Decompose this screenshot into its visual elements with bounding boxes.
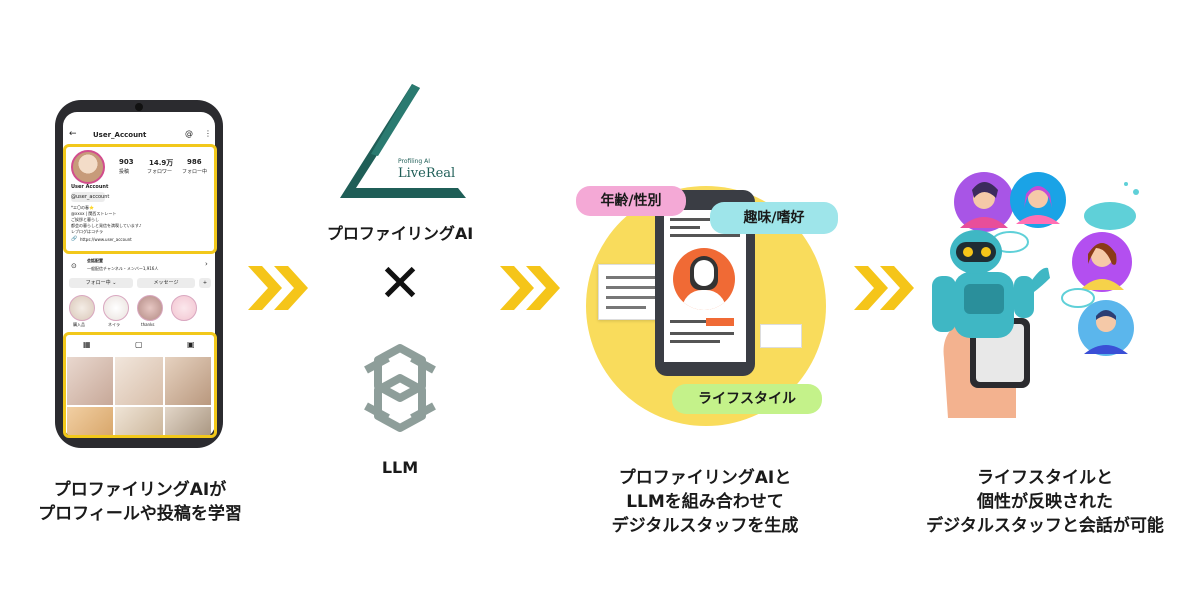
- step1-caption-line1: プロファイリングAIが: [53, 480, 227, 500]
- step1-caption-line2: プロフィールや投稿を学習: [38, 504, 242, 524]
- channel-icon: ⊙: [71, 262, 77, 270]
- person-avatar-icon: [673, 248, 735, 310]
- step3-caption-line2: 個性が反映された: [977, 492, 1113, 512]
- highlight-label-2: ネイラ: [108, 322, 120, 327]
- livereal-name: LiveReal: [398, 166, 456, 181]
- step2-caption-line3: デジタルスタッフを生成: [611, 516, 799, 536]
- profiling-ai-label: プロファイリングAI: [326, 224, 474, 243]
- chevron-arrow-icon: [248, 266, 308, 310]
- livereal-tagline: Profiling AI: [398, 158, 431, 165]
- highlight-4[interactable]: [171, 295, 197, 321]
- posts-highlight-box: [63, 332, 217, 438]
- message-button[interactable]: メッセージ: [137, 278, 195, 288]
- step3-caption-line1: ライフスタイルと: [977, 468, 1113, 488]
- post-thumb-4[interactable]: [67, 407, 113, 437]
- screen-text-line: [670, 218, 710, 221]
- card-line: [606, 286, 660, 289]
- channel-title: 会話配置: [87, 258, 103, 263]
- robot-conversation-illustration: [932, 172, 1139, 418]
- bio-line-2: @xxxx | 関西ストレート: [71, 211, 117, 216]
- screen-text-line: [670, 320, 730, 323]
- times-icon: ✕: [378, 254, 422, 314]
- handle-badge[interactable]: @user_account: [71, 192, 110, 202]
- following-label: フォロー中: [182, 169, 208, 175]
- tagged-tab-icon[interactable]: ▣: [187, 340, 195, 349]
- lifestyle-bubble: ライフスタイル: [672, 384, 822, 414]
- posts-label: 投稿: [119, 169, 130, 175]
- more-icon[interactable]: ⋮: [204, 129, 212, 138]
- screen-text-line: [670, 340, 720, 343]
- channel-sub: 一般配信チャンネル・メンバー1,916人: [87, 266, 159, 271]
- add-person-icon[interactable]: +: [199, 278, 211, 288]
- avatar[interactable]: [71, 150, 105, 184]
- card-line: [606, 306, 646, 309]
- link-icon: 🔗: [71, 236, 78, 242]
- grid-tab-icon[interactable]: ▦: [83, 340, 91, 349]
- screen-text-line: [670, 226, 700, 229]
- following-count: 986: [187, 158, 202, 166]
- chevron-right-icon[interactable]: ›: [205, 260, 208, 268]
- step2-caption-line1: プロファイリングAIと: [618, 468, 792, 488]
- username: User_Account: [93, 131, 147, 139]
- llm-logo-icon: [364, 344, 436, 432]
- highlight-1[interactable]: [69, 295, 95, 321]
- screen-accent-bar: [706, 318, 734, 326]
- livereal-logo: [340, 84, 466, 198]
- post-thumb-2[interactable]: [115, 357, 163, 405]
- chevron-arrow-icon: [500, 266, 560, 310]
- threads-icon[interactable]: @: [185, 129, 193, 138]
- profile-link[interactable]: https://www.user_account: [80, 237, 132, 242]
- highlight-label-3: thanks: [141, 322, 155, 327]
- bio-line-1: *エ〇の春⭐: [71, 205, 94, 210]
- chevron-arrow-icon: [854, 266, 914, 310]
- card-line: [606, 296, 660, 299]
- highlight-3[interactable]: [137, 295, 163, 321]
- follow-button[interactable]: フォロー中 ⌄: [69, 278, 133, 288]
- step3-caption-line3: デジタルスタッフと会話が可能: [926, 516, 1164, 536]
- right-info-card: [760, 324, 802, 348]
- highlight-2[interactable]: [103, 295, 129, 321]
- post-thumb-3[interactable]: [165, 357, 211, 405]
- profile-screen: ← User_Account @ ⋮ 903 投稿 14.9万 フォロワー 98…: [63, 112, 215, 438]
- post-thumb-6[interactable]: [165, 407, 211, 437]
- display-name: User Account: [71, 184, 109, 190]
- step2-caption-line2: LLMを組み合わせて: [626, 492, 784, 512]
- back-arrow-icon[interactable]: ←: [69, 129, 77, 139]
- post-thumb-1[interactable]: [67, 357, 113, 405]
- highlight-label-1: 購入品: [73, 322, 85, 327]
- bio-line-5: レブログはコチラ: [71, 229, 103, 234]
- age-gender-bubble: 年齢/性別: [576, 186, 686, 216]
- followers-label: フォロワー: [147, 169, 173, 175]
- hobby-bubble: 趣味/嗜好: [710, 202, 838, 234]
- posts-count: 903: [119, 158, 134, 166]
- reels-tab-icon[interactable]: ▢: [135, 340, 143, 349]
- llm-label: LLM: [381, 458, 419, 477]
- bio-line-3: ご挨拶と暮らし: [71, 217, 99, 222]
- card-line: [606, 276, 660, 279]
- bio-line-4: 都会の暮らしと発信を満喫しています♪: [71, 223, 142, 228]
- camera-dot: [135, 103, 143, 111]
- screen-text-line: [670, 234, 740, 237]
- followers-count: 14.9万: [149, 159, 174, 167]
- screen-text-line: [670, 332, 734, 335]
- profile-highlight-box: [63, 144, 217, 254]
- post-thumb-5[interactable]: [115, 407, 163, 437]
